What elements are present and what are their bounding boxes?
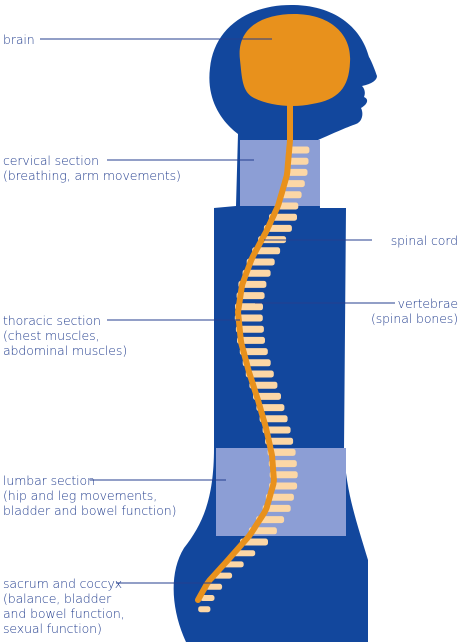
label-spinal-cord: spinal cord <box>391 233 458 248</box>
vertebra <box>286 157 309 165</box>
label-lumbar-desc-1: (hip and leg movements, <box>3 488 158 503</box>
label-lumbar: lumbar section (hip and leg movements, b… <box>3 473 177 518</box>
vertebra <box>200 595 215 601</box>
vertebra <box>287 146 310 154</box>
leader-lines <box>40 38 395 584</box>
vertebra <box>285 168 308 176</box>
label-sacrum-desc-2: and bowel function, <box>3 606 125 621</box>
label-cervical-desc: (breathing, arm movements) <box>3 168 181 183</box>
vertebra <box>282 180 305 188</box>
label-cervical: cervical section (breathing, arm movemen… <box>3 153 181 183</box>
label-vertebrae-desc: (spinal bones) <box>370 311 458 326</box>
vertebra <box>279 191 302 199</box>
label-spinal-cord-line: spinal cord <box>390 233 458 248</box>
vertebra <box>269 471 298 479</box>
label-sacrum-desc-3: sexual function) <box>3 621 102 636</box>
vertebrae-group <box>198 146 310 613</box>
label-sacrum-title: sacrum and coccyx <box>3 576 123 591</box>
label-brain: brain <box>3 32 35 47</box>
label-thoracic-desc-2: abdominal muscles) <box>3 343 128 358</box>
label-sacrum: sacrum and coccyx (balance, bladder and … <box>3 576 125 636</box>
label-sacrum-desc-1: (balance, bladder <box>3 591 112 606</box>
label-vertebrae: vertebrae (spinal bones) <box>371 296 458 326</box>
vertebra <box>198 606 211 613</box>
label-thoracic: thoracic section (chest muscles, abdomin… <box>3 313 127 358</box>
label-vertebrae-title: vertebrae <box>397 296 458 311</box>
label-lumbar-desc-2: bladder and bowel function) <box>3 503 177 518</box>
label-thoracic-title: thoracic section <box>3 313 101 328</box>
label-lumbar-title: lumbar section <box>3 473 95 488</box>
vertebra <box>276 202 299 210</box>
brain-shape <box>239 14 351 106</box>
vertebra <box>234 314 263 322</box>
label-cervical-title: cervical section <box>3 153 99 168</box>
label-thoracic-desc-1: (chest muscles, <box>3 328 100 343</box>
spinal-cord <box>195 69 293 603</box>
label-brain-line: brain <box>3 32 35 47</box>
